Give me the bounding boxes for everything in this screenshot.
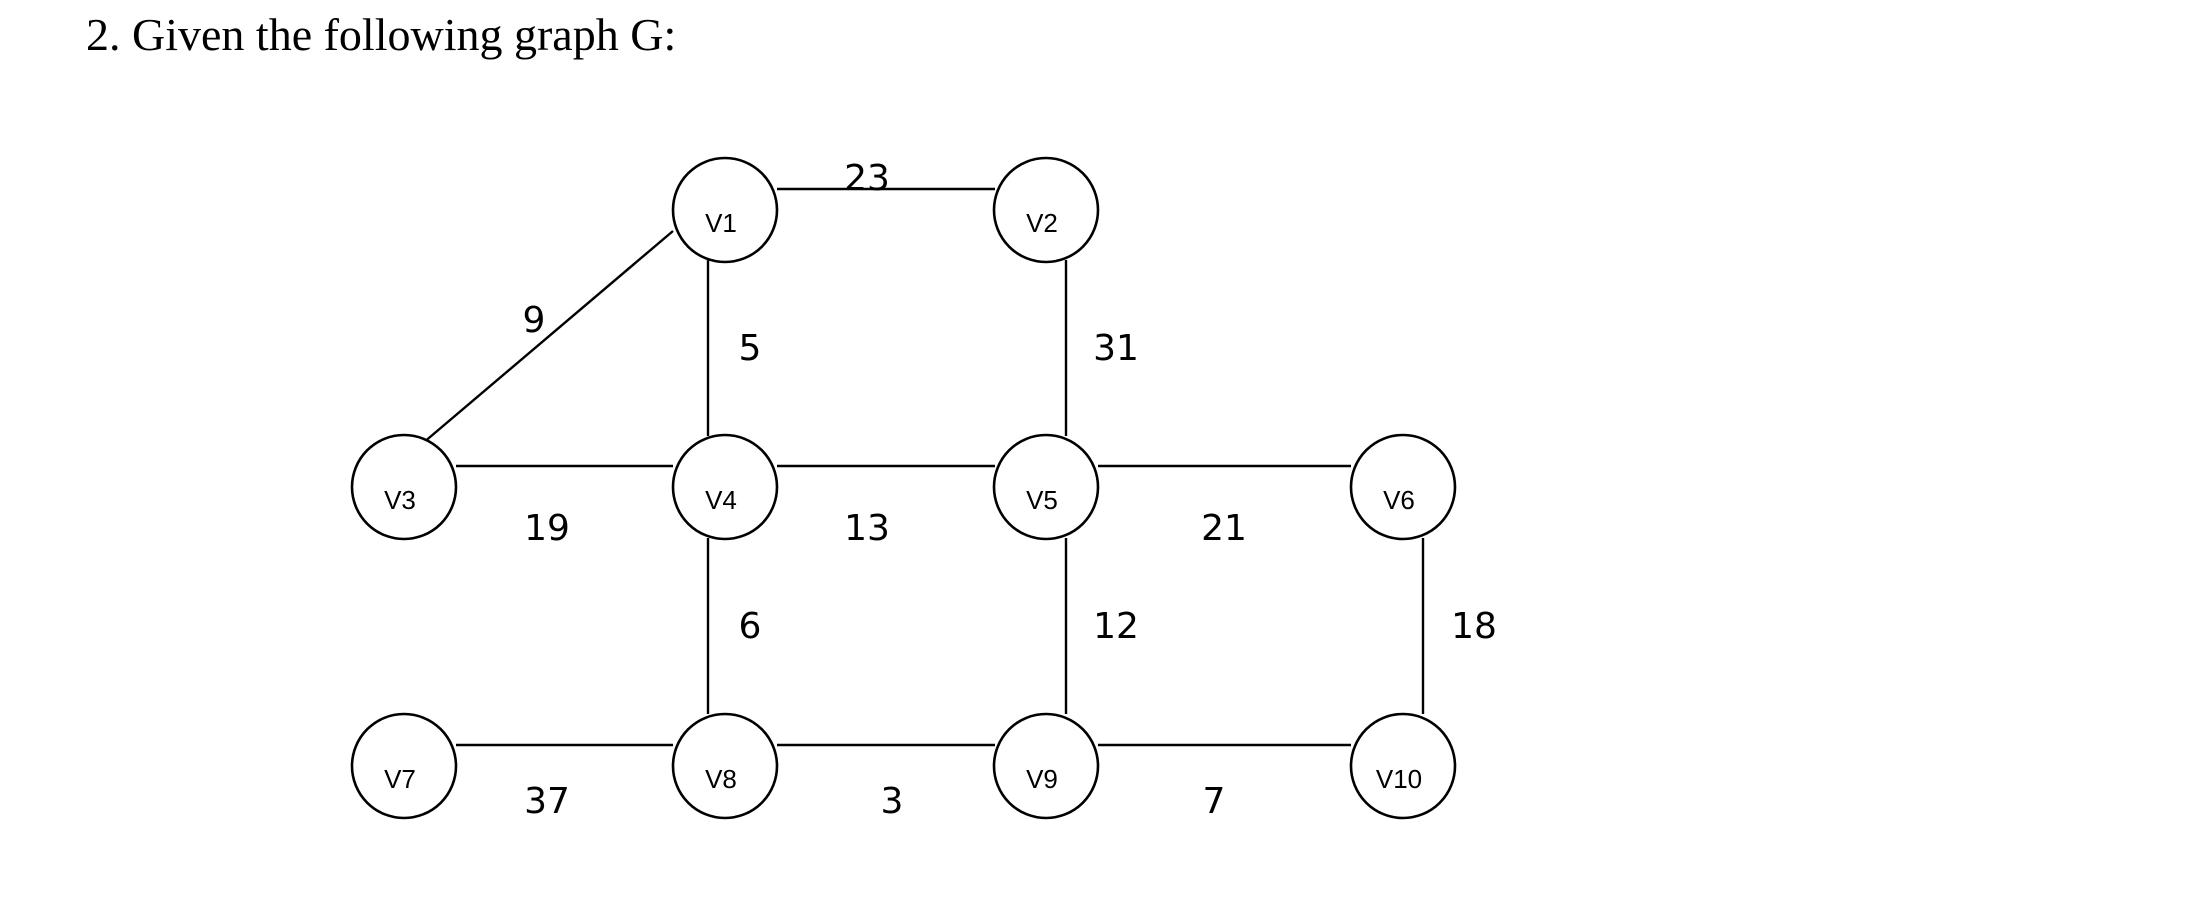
edge-v6-v10-weight: 18: [1451, 606, 1497, 647]
page-title: 2. Given the following graph G:: [86, 9, 677, 60]
edge-v4-v8-weight: 6: [739, 606, 762, 647]
node-v5-label: V5: [1026, 485, 1058, 515]
node-v7-label: V7: [384, 764, 416, 794]
node-v7: [350, 712, 458, 820]
node-v6-label: V6: [1383, 485, 1415, 515]
node-v9-label: V9: [1026, 764, 1058, 794]
node-v4-label: V4: [705, 485, 737, 515]
node-v8: [671, 712, 779, 820]
edge-v5-v9-weight: 12: [1093, 606, 1139, 647]
node-v8-label: V8: [705, 764, 737, 794]
edge-v1-v3-weight: 9: [523, 300, 546, 341]
edge-v5-v6-weight: 21: [1201, 508, 1247, 549]
edge-v2-v5-weight: 31: [1093, 328, 1139, 369]
edge-v4-v5-weight: 13: [844, 508, 890, 549]
node-v5: [992, 433, 1100, 541]
edge-v8-v9-weight: 3: [881, 781, 904, 822]
node-v1: [671, 156, 779, 264]
edge-v1-v4-weight: 5: [739, 328, 762, 369]
node-v2: [992, 156, 1100, 264]
node-v10-label: V10: [1376, 764, 1422, 794]
edge-v9-v10-weight: 7: [1203, 781, 1226, 822]
node-v2-label: V2: [1026, 208, 1058, 238]
edge-v3-v4-weight: 19: [524, 508, 570, 549]
node-v1-label: V1: [705, 208, 737, 238]
node-v4: [671, 433, 779, 541]
edges-layer: [422, 187, 1425, 747]
node-v3: [350, 433, 458, 541]
node-v6: [1349, 433, 1457, 541]
edge-v1-v3: [422, 230, 674, 444]
node-v3-label: V3: [384, 485, 416, 515]
edge-v7-v8-weight: 37: [524, 781, 570, 822]
node-v10: [1349, 712, 1457, 820]
node-v9: [992, 712, 1100, 820]
edge-v1-v2-weight: 23: [844, 158, 890, 199]
